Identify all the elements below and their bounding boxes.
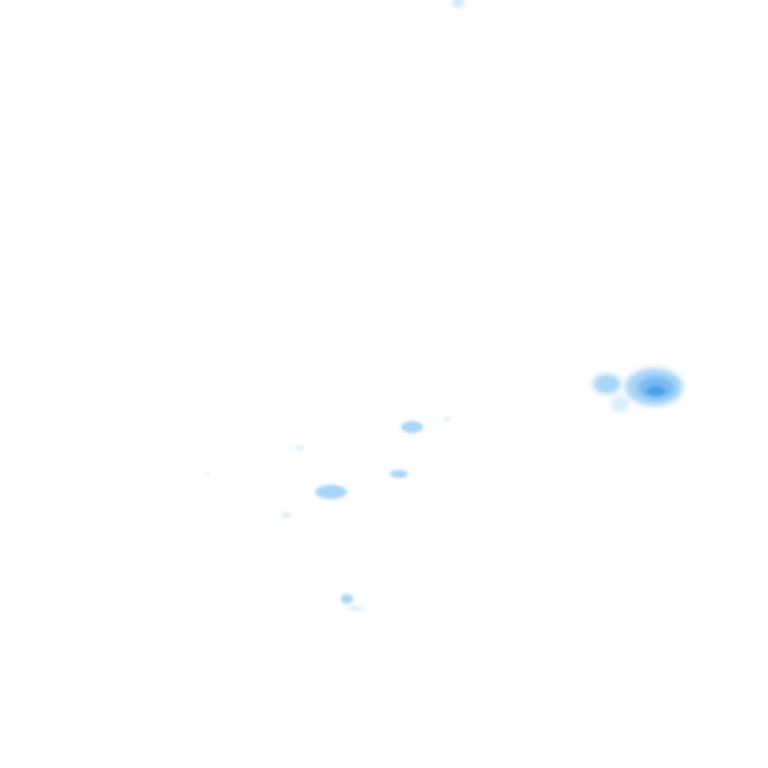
- precip-cell-east: [593, 368, 683, 412]
- precip-cell-top-light: [451, 0, 465, 8]
- precip-cell-sw-south-a: [341, 594, 353, 604]
- precip-cell-top: [451, 0, 465, 8]
- precip-cell-sw-small: [281, 512, 291, 518]
- precip-cell-east-core: [647, 386, 665, 396]
- precip-cell-east-west-lobe: [593, 374, 621, 394]
- precip-cell-center-c: [390, 470, 408, 478]
- precip-cell-sw-main: [315, 485, 347, 499]
- precip-cell-sw-south-b: [346, 606, 362, 610]
- precip-cell-east-tail: [611, 396, 629, 412]
- precip-cell-center-d: [295, 446, 305, 450]
- precip-cell-center-e: [205, 472, 209, 476]
- precip-cell-center-a: [401, 421, 423, 433]
- precip-cell-southwest: [281, 485, 362, 610]
- precip-cell-center: [205, 417, 450, 478]
- precip-cell-center-b: [444, 417, 450, 421]
